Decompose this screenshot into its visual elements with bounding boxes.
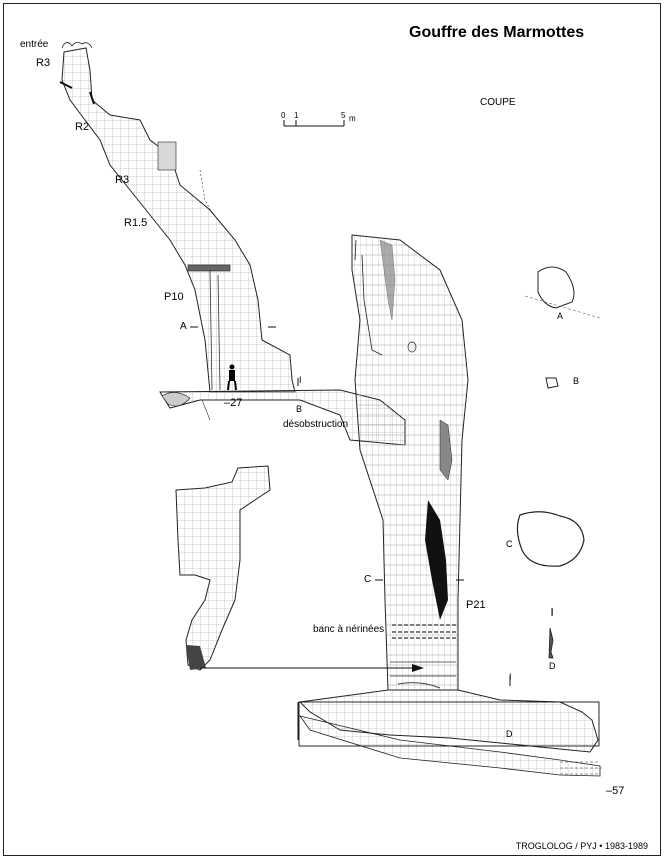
scale-unit: m (349, 114, 356, 123)
lower-gallery (298, 689, 599, 753)
pitch-label-p21: P21 (466, 599, 486, 611)
entry-label: entrée (20, 39, 49, 50)
section-marker-a-main: A (180, 321, 187, 332)
section-tick-3: I (551, 607, 554, 617)
pitch-label-r3-top: R3 (36, 57, 51, 69)
section-marker-c-main: C (364, 574, 372, 585)
section-b-outline (545, 377, 559, 389)
section-a-outline (537, 266, 575, 309)
pitch-label-r3: R3 (115, 174, 130, 186)
obstruction-label: désobstruction (283, 419, 349, 430)
section-marker-d-detail: D (549, 661, 556, 671)
side-passage (175, 465, 271, 671)
view-type-label: COUPE (480, 97, 516, 108)
scale-bar (283, 120, 345, 127)
section-c-outline (516, 511, 585, 567)
section-marker-c-detail: C (506, 539, 513, 549)
pitch-label-r15: R1.5 (124, 217, 148, 229)
upper-passage (61, 47, 296, 393)
depth-label-57: –57 (606, 785, 625, 797)
scale-tick-0: 0 (281, 111, 286, 120)
survey-credit: TROGLOLOG / PYJ • 1983-1989 (515, 841, 648, 851)
pitch-label-p10: P10 (164, 291, 184, 303)
section-marker-a-detail: A (557, 311, 564, 321)
depth-label-27: –27 (224, 397, 243, 409)
survey-title: Gouffre des Marmottes (409, 24, 585, 41)
section-marker-b-detail: B (573, 376, 580, 386)
drawing-frame (3, 3, 661, 856)
section-tick-2: I (509, 672, 512, 682)
pitch-label-r2: R2 (75, 121, 90, 133)
section-marker-b-main: B (296, 404, 303, 414)
scale-tick-1: 1 (294, 111, 299, 120)
section-marker-d-main: D (506, 729, 513, 739)
section-d-outline (548, 627, 554, 659)
section-tick-1: I (299, 375, 302, 385)
caver-figure (227, 364, 237, 391)
nerinees-label: banc à nérinées (313, 624, 385, 635)
scale-tick-5: 5 (341, 111, 346, 120)
